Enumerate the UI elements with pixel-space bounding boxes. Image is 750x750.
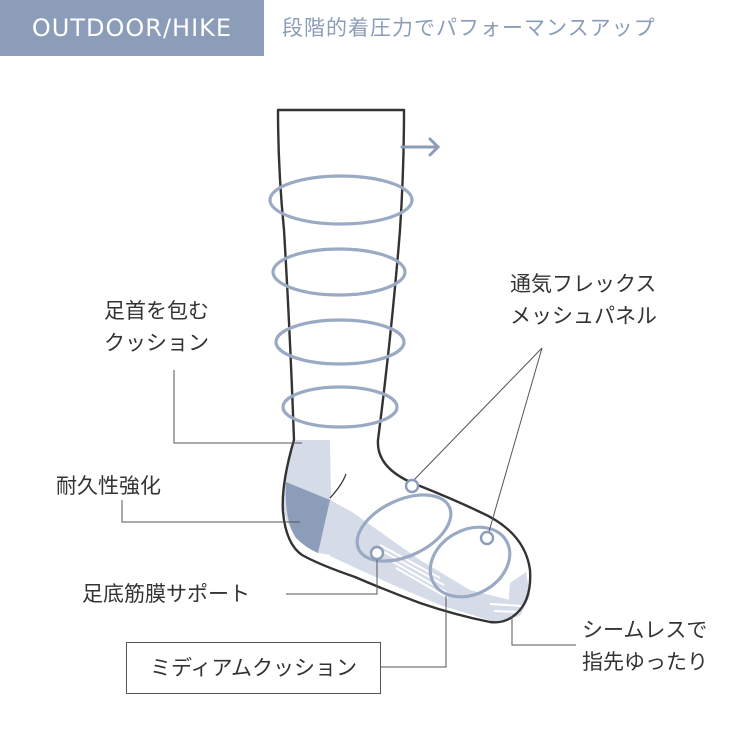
- leader-lines: [121, 347, 576, 668]
- flex-mesh-dot-lower: [479, 530, 495, 546]
- callout-dots: [369, 478, 495, 561]
- label-ankle-cushion: 足首を包む クッション: [104, 295, 209, 359]
- label-seamless-line-1: シームレスで: [582, 618, 708, 642]
- label-flex-mesh-line-2: メッシュパネル: [510, 304, 657, 328]
- label-durability: 耐久性強化: [56, 474, 161, 498]
- label-arch-support: 足底筋膜サポート: [82, 582, 250, 606]
- label-ankle-cushion-line-2: クッション: [104, 331, 209, 355]
- leader-seam: [511, 616, 576, 646]
- compression-rings: [268, 174, 512, 599]
- flex-mesh-dot-upper: [404, 478, 420, 494]
- sole-cushion-zone: [330, 500, 520, 622]
- leader-arch: [286, 557, 378, 595]
- label-flex-mesh-line-1: 通気フレックス: [510, 272, 657, 296]
- sock-outline: [276, 108, 532, 624]
- leader-durability: [121, 500, 300, 523]
- label-flex-mesh: 通気フレックス メッシュパネル: [510, 268, 657, 332]
- leader-mid: [381, 596, 447, 668]
- label-ankle-cushion-line-1: 足首を包む: [104, 299, 209, 323]
- label-seamless-line-2: 指先ゆったり: [582, 650, 708, 674]
- heel-seam: [329, 473, 347, 499]
- header-bar: OUTDOOR/HIKE 段階的着圧力でパフォーマンスアップ: [0, 0, 750, 56]
- heel-reinforcement: [285, 482, 330, 553]
- headline: 段階的着圧力でパフォーマンスアップ: [282, 16, 656, 40]
- arch-support-dot: [369, 545, 385, 561]
- leader-flex-1: [411, 347, 543, 483]
- leader-flex-2: [487, 347, 543, 536]
- category-tag: OUTDOOR/HIKE: [0, 0, 264, 56]
- label-mid-cushion: ミディアムクッション: [126, 642, 381, 694]
- sock-diagram: [121, 108, 576, 668]
- label-seamless: シームレスで 指先ゆったり: [582, 614, 708, 678]
- stretch-arrow-icon: [400, 137, 441, 157]
- leader-ankle: [173, 370, 302, 444]
